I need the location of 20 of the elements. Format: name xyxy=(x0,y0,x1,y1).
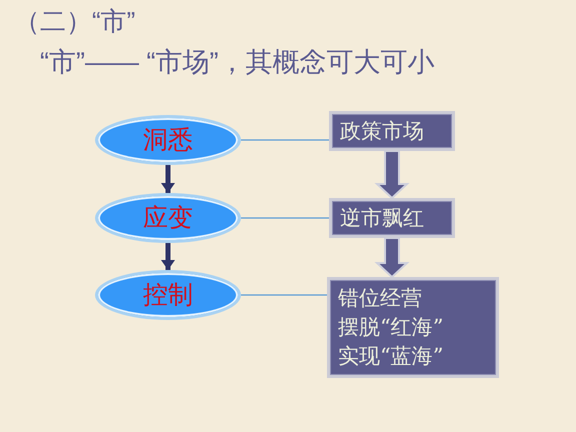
node-label: 逆市飘红 xyxy=(340,204,425,232)
subtitle: “市”—— “市场”，其概念可大可小 xyxy=(40,46,434,78)
node-label: 应变 xyxy=(143,206,193,230)
block-arrow xyxy=(374,150,410,200)
node-label: 政策市场 xyxy=(340,118,425,144)
node-label: 摆脱“红海” xyxy=(338,314,444,341)
process-box xyxy=(329,198,455,238)
block-arrow xyxy=(374,237,410,278)
arrow xyxy=(161,243,175,270)
connector-line xyxy=(241,294,327,296)
node-label: 洞悉 xyxy=(143,128,193,152)
node-label: 实现“蓝海” xyxy=(338,343,444,370)
connector-line xyxy=(241,139,329,141)
node-label: 控制 xyxy=(143,282,193,308)
process-box xyxy=(329,111,455,151)
node-label: 错位经营 xyxy=(338,285,423,312)
connector-line xyxy=(241,217,329,219)
title: （二）“市” xyxy=(14,6,136,36)
process-box xyxy=(327,277,499,378)
arrow xyxy=(161,165,175,193)
